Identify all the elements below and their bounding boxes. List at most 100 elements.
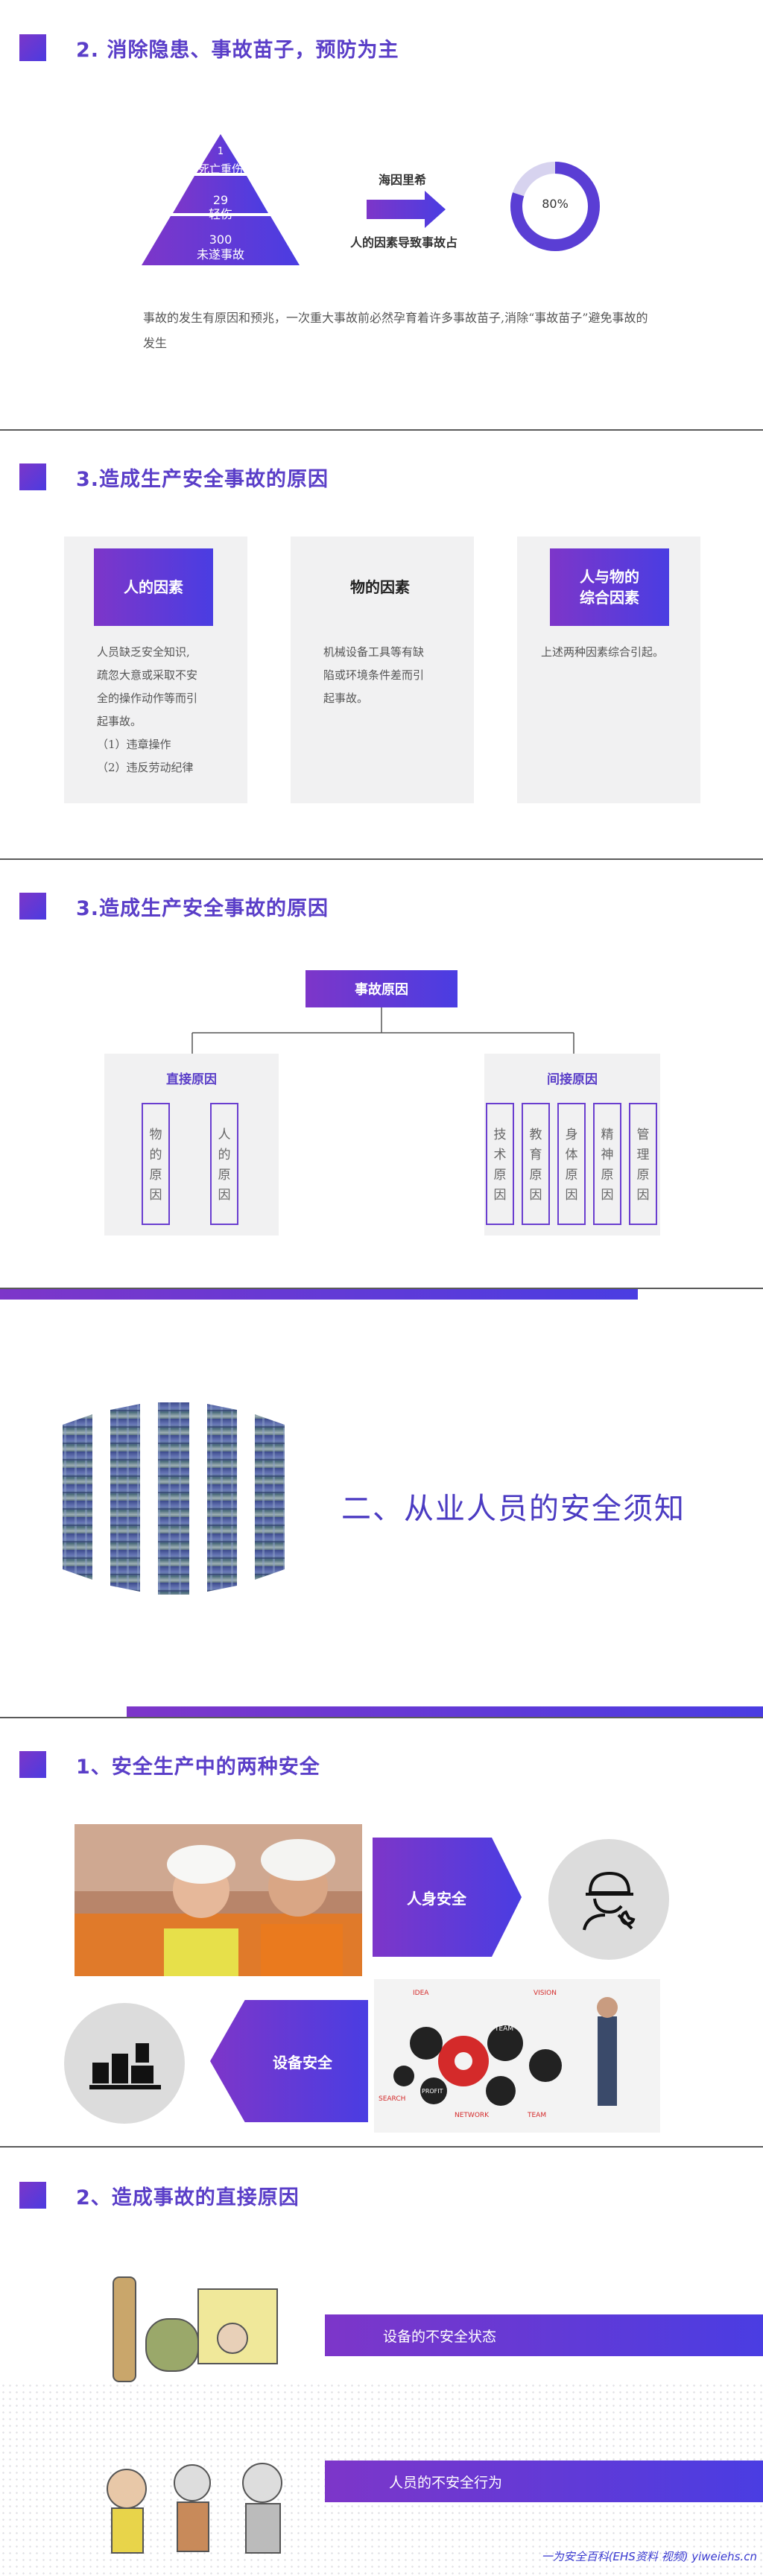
card-body: 上述两种因素综合引起。 <box>541 641 697 664</box>
cause-item: 身体原因 <box>557 1103 586 1225</box>
slide-title: 3.造成生产安全事故的原因 <box>76 896 329 920</box>
card-body: 机械设备工具等有缺 陷或环境条件差而引 起事故。 <box>323 641 465 710</box>
slide-causes-cards: 3.造成生产安全事故的原因 人的因素 人员缺乏安全知识, 疏忽大意或采取不安 全… <box>0 431 763 858</box>
pyramid-bot-label: 未遂事故 <box>196 247 244 262</box>
equipment-cartoon <box>113 2276 278 2382</box>
gear-label: SEARCH <box>379 2095 406 2103</box>
equipment-icon-circle <box>64 2003 185 2124</box>
slide-header: 3.造成生产安全事故的原因 <box>19 462 329 492</box>
slide-divider <box>0 1717 763 1718</box>
card-title-line: 综合因素 <box>580 589 639 607</box>
workers-photo <box>75 1824 362 1976</box>
photo-strip <box>207 1404 237 1592</box>
worker-wrench-icon <box>583 1871 636 1931</box>
cause-item: 技术原因 <box>486 1103 514 1225</box>
slide-divider <box>0 1288 763 1289</box>
cause-text: 教育原因 <box>529 1127 542 1203</box>
gear-label: TEAM <box>495 2025 514 2033</box>
pyramid-mid-num: 29 <box>212 193 229 207</box>
pyramid-top-label: 死亡重伤 <box>197 162 243 176</box>
slide-header: 2. 消除隐患、事故苗子，预防为主 <box>19 33 399 63</box>
card-line: 起事故。 <box>323 692 369 705</box>
arrow-bottom-label: 人的因素导致事故占 <box>350 235 458 250</box>
gears-network-image: IDEA TEAM NETWORK TEAM VISION PROFIT SEA… <box>374 1979 660 2133</box>
card-title-line: 人与物的 <box>580 568 639 586</box>
factory-photo-strips <box>63 1402 285 1595</box>
slide-prevention: 2. 消除隐患、事故苗子，预防为主 1 死亡重伤 29 轻伤 300 未遂事故 … <box>0 0 763 428</box>
tree-connector-lines <box>191 1007 574 1054</box>
header-square-mark <box>19 1751 46 1778</box>
cause-text: 身体原因 <box>565 1127 578 1203</box>
branch-title: 直接原因 <box>166 1072 217 1087</box>
card-line: 上述两种因素综合引起。 <box>541 645 665 659</box>
gear-label: VISION <box>534 1990 557 1997</box>
gear-label: TEAM <box>528 2112 547 2119</box>
direct-causes-box: 直接原因 物的原因 人的原因 <box>104 1054 279 1235</box>
card-line: 起事故。 <box>97 715 142 728</box>
slide-divider <box>0 2146 763 2148</box>
branch-title: 间接原因 <box>547 1072 598 1087</box>
gear-label: NETWORK <box>455 2112 490 2119</box>
cause-text: 人的原因 <box>218 1127 231 1203</box>
photo-strip <box>63 1414 92 1580</box>
slide-header: 3.造成生产安全事故的原因 <box>19 891 329 921</box>
cause-text: 管理原因 <box>636 1127 650 1203</box>
card-title: 人与物的 综合因素 <box>550 548 669 626</box>
personal-safety-label: 人身安全 <box>373 1838 522 1957</box>
card-line: 陷或环境条件差而引 <box>323 668 425 682</box>
gears-drawing <box>393 1997 618 2106</box>
header-square-mark <box>19 893 46 920</box>
pyramid-bottom <box>142 216 300 265</box>
arrow-top-label: 海因里希 <box>378 173 426 187</box>
workers-cartoon <box>107 2463 282 2554</box>
donut-label: 80% <box>542 197 569 211</box>
header-square-mark <box>19 2182 46 2209</box>
slide-direct-causes: 2、造成事故的直接原因 设备的不安全状态 人员的不安全行为 一为安全百科(EHS… <box>0 2148 763 2576</box>
gear-label: PROFIT <box>422 2088 443 2095</box>
cause-text: 精神原因 <box>601 1127 614 1203</box>
slide-causes-tree: 3.造成生产安全事故的原因 事故原因 直接原因 物的原因 人的原因 间接原因 技… <box>0 860 763 1288</box>
pyramid-top-num: 1 <box>217 146 224 157</box>
section-title: 二、从业人员的安全须知 <box>341 1492 686 1526</box>
slide-title: 2. 消除隐患、事故苗子，预防为主 <box>76 38 399 62</box>
card-title: 人的因素 <box>94 548 213 626</box>
slide-title: 2、造成事故的直接原因 <box>76 2186 300 2209</box>
photo-strip <box>255 1414 285 1580</box>
cause-item: 精神原因 <box>593 1103 621 1225</box>
cause-item: 教育原因 <box>522 1103 550 1225</box>
donut-value-arc <box>510 162 600 251</box>
cause-text: 技术原因 <box>493 1127 507 1203</box>
cause-item: 人的原因 <box>210 1103 238 1225</box>
header-square-mark <box>19 463 46 490</box>
card-line: （1）违章操作 <box>97 738 171 751</box>
gear-label: IDEA <box>413 1990 429 1997</box>
slide-divider <box>0 858 763 860</box>
card-title: 物的因素 <box>350 578 410 596</box>
cause-item: 物的原因 <box>142 1103 170 1225</box>
card-line: 疏忽大意或采取不安 <box>97 668 198 682</box>
slide-title: 1、安全生产中的两种安全 <box>76 1755 320 1779</box>
root-node: 事故原因 <box>305 970 458 1007</box>
worker-icon-circle <box>548 1839 669 1960</box>
header-square-mark <box>19 34 46 61</box>
card-line: 人员缺乏安全知识, <box>97 645 190 659</box>
body-paragraph: 事故的发生有原因和预兆，一次重大事故前必然孕育着许多事故苗子,消除“事故苗子”避… <box>143 311 648 350</box>
card-human-factor: 人的因素 人员缺乏安全知识, 疏忽大意或采取不安 全的操作动作等而引 起事故。 … <box>64 537 247 803</box>
top-accent-bar <box>0 1289 638 1300</box>
percentage-donut <box>510 162 600 251</box>
right-arrow-icon <box>367 191 446 228</box>
slide-section-cover: 二、从业人员的安全须知 <box>0 1289 763 1717</box>
photo-strip <box>110 1404 140 1592</box>
card-line: 机械设备工具等有缺 <box>323 645 425 659</box>
cause-bar-personnel: 人员的不安全行为 <box>325 2461 763 2502</box>
card-line: （2）违反劳动纪律 <box>97 761 194 774</box>
watermark-footer: 一为安全百科(EHS资料 视频) yiweiehs.cn <box>541 2550 757 2563</box>
card-body: 人员缺乏安全知识, 疏忽大意或采取不安 全的操作动作等而引 起事故。 （1）违章… <box>97 641 238 779</box>
pyramid-top <box>197 134 244 173</box>
card-line: 全的操作动作等而引 <box>97 692 198 705</box>
cause-item: 管理原因 <box>629 1103 657 1225</box>
card-combined-factor: 人与物的 综合因素 上述两种因素综合引起。 <box>517 537 700 803</box>
cause-bar-equipment: 设备的不安全状态 <box>325 2314 763 2356</box>
indirect-causes-box: 间接原因 技术原因 教育原因 身体原因 精神原因 管理原因 <box>484 1054 660 1235</box>
